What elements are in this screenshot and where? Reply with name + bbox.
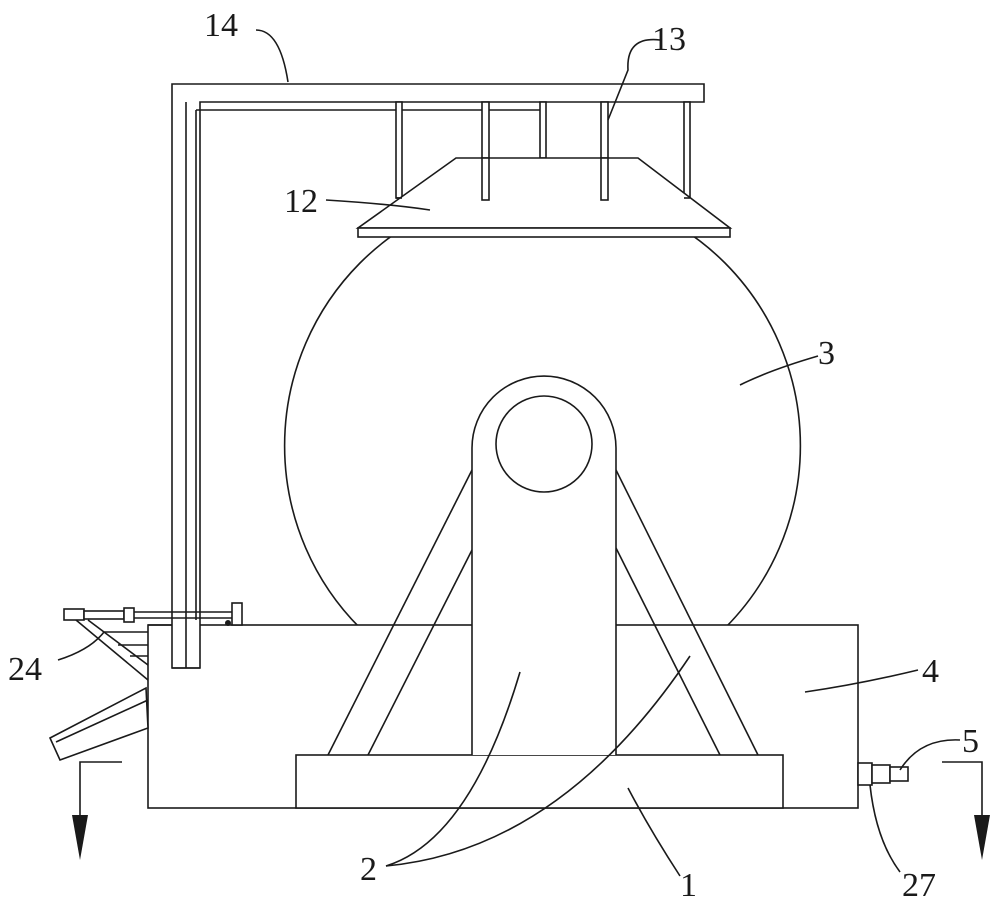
flow-arrow-left [72,761,122,860]
side-mechanism [63,602,243,681]
reference-labels: 14 13 12 3 4 5 27 24 2 1 [8,7,979,904]
discharge-chute [48,686,149,762]
base-plate [295,754,784,809]
label-12: 12 [284,183,318,220]
support-struts [327,469,759,756]
chute-inner-edge [55,699,149,743]
label-4: 4 [922,653,939,690]
label-13: 13 [652,21,686,58]
label-3: 3 [818,335,835,372]
flow-arrow-right [942,761,990,860]
label-2: 2 [360,851,377,888]
label-14: 14 [204,7,238,44]
label-5: 5 [962,723,979,760]
leader-lines [57,29,961,877]
label-1: 1 [680,867,697,904]
label-24: 24 [8,651,42,688]
outlet-valve [857,762,909,786]
hood [355,157,733,238]
label-27: 27 [902,867,936,904]
pivot-dot [225,620,231,626]
drum-axle [495,395,593,493]
